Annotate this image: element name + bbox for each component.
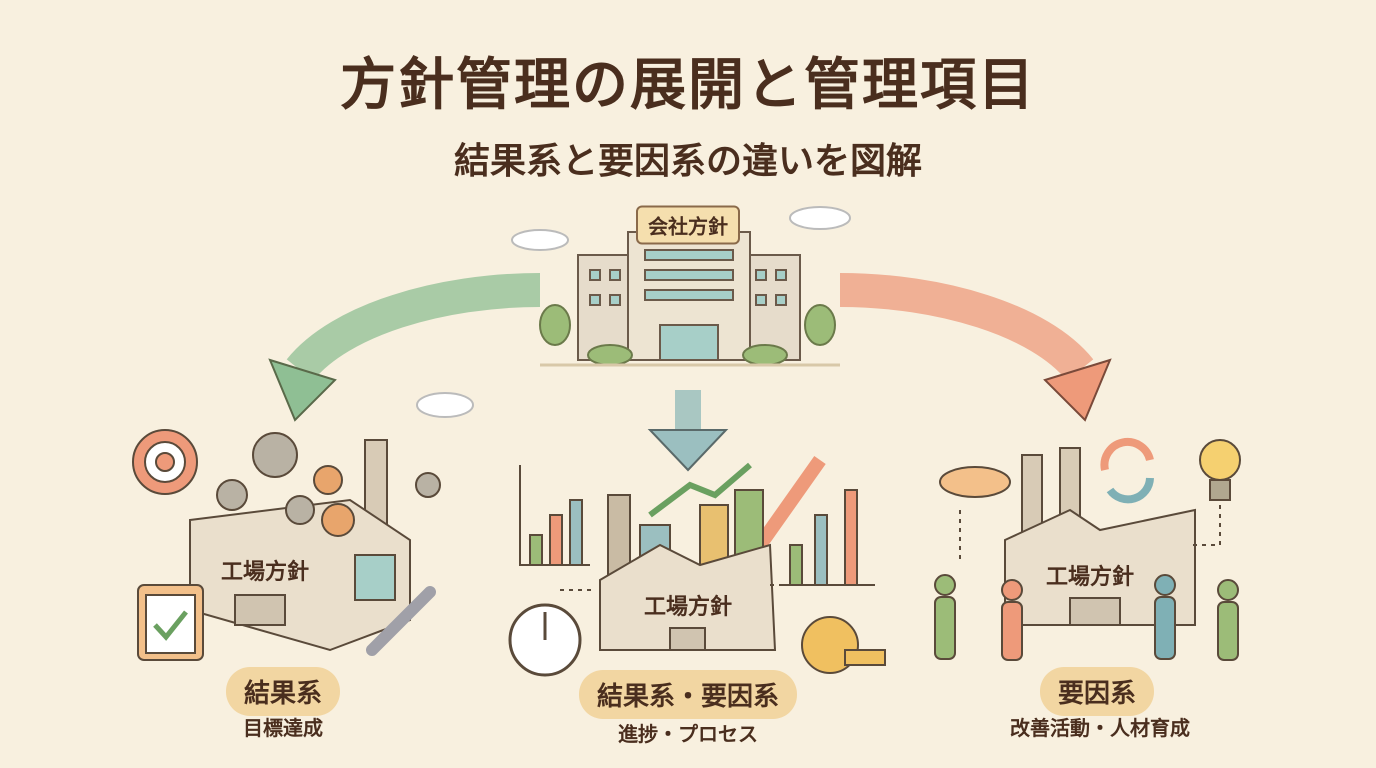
arrow-right-icon: [839, 273, 1112, 422]
dotted-connector: [560, 505, 1221, 591]
company-policy-sign: 会社方針: [636, 205, 740, 245]
worker-icon: [934, 574, 1239, 661]
wrench-icon: [366, 586, 436, 656]
factory-policy-sign: 工場方針: [220, 560, 310, 585]
factory-icon: [189, 439, 411, 652]
company-building-icon: [577, 231, 801, 361]
clipboard-check-icon: [137, 584, 204, 661]
category-badge-factor: 要因系: [1039, 667, 1155, 716]
category-description: 改善活動・人材育成: [1010, 716, 1190, 740]
factory-policy-sign: 工場方針: [643, 595, 733, 620]
lightbulb-icon: [1199, 439, 1241, 501]
cycle-arrows-icon: [1100, 437, 1154, 504]
bar-chart-icon: [519, 465, 875, 586]
trend-arrow-icon: [754, 455, 826, 550]
category-badge-result-factor: 結果系・要因系: [578, 670, 798, 719]
page-title: 方針管理の展開と管理項目: [340, 53, 1036, 118]
tree-icon: [539, 304, 836, 366]
category-description: 進捗・プロセス: [618, 722, 758, 746]
target-icon: [132, 429, 198, 495]
stopwatch-icon: [508, 603, 582, 677]
factory-icon: [599, 489, 777, 651]
factory-policy-sign: 工場方針: [1045, 565, 1135, 590]
page-subtitle: 結果系と要因系の違いを図解: [453, 141, 922, 182]
arrow-down-icon: [647, 390, 729, 472]
trend-line-icon: [648, 462, 752, 518]
arrow-left-icon: [268, 273, 541, 422]
cloud-icon: [416, 206, 851, 418]
gear-icon: [216, 432, 441, 537]
category-badge-result: 結果系: [225, 667, 341, 716]
handshake-icon: [939, 466, 1011, 498]
category-description: 目標達成: [243, 716, 323, 740]
factory-icon: [1004, 447, 1196, 626]
tape-measure-icon: [801, 616, 886, 674]
